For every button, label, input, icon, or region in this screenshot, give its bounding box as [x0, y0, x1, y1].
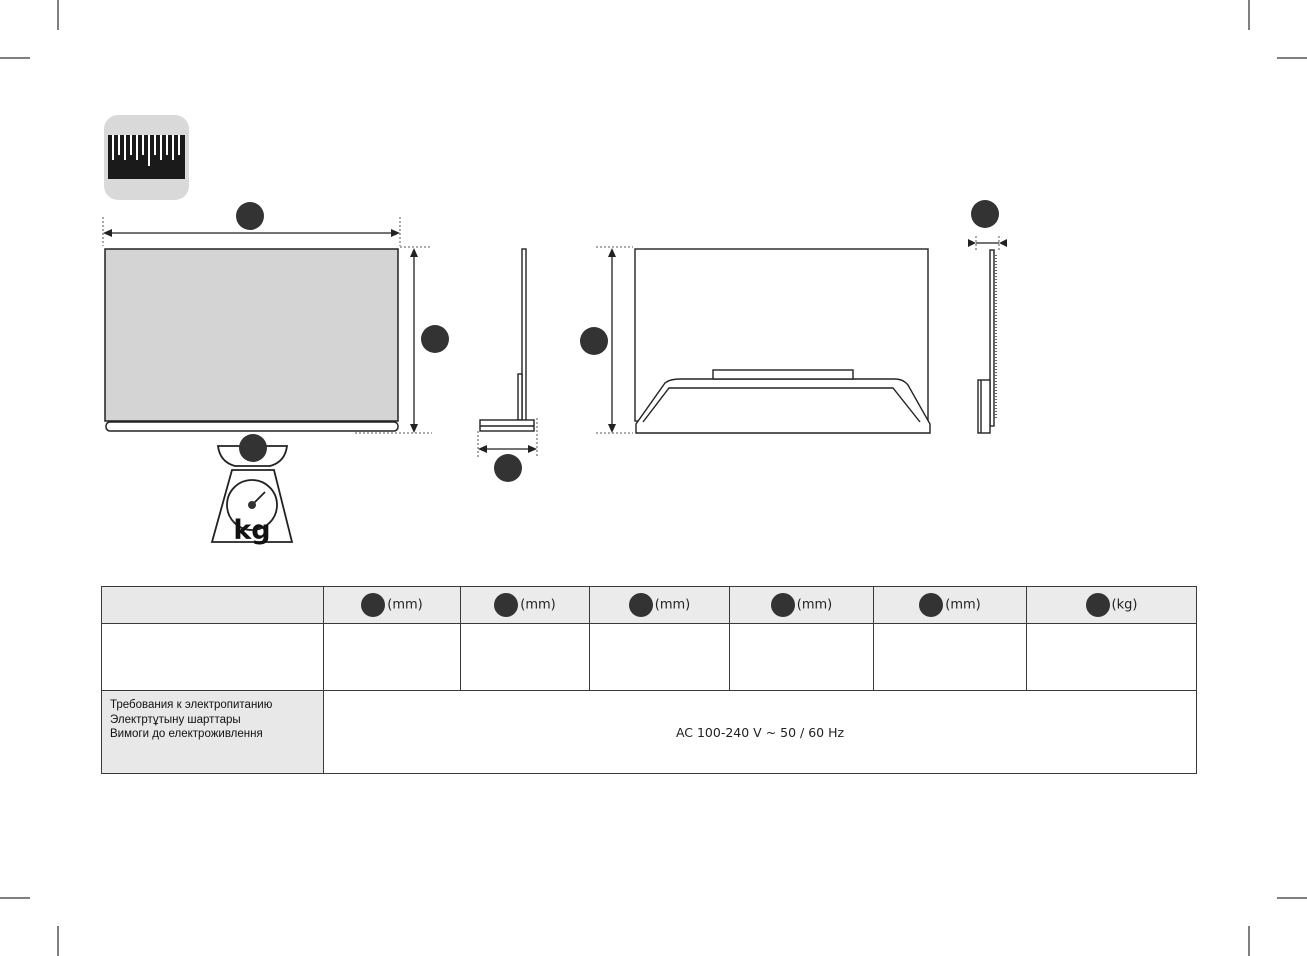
power-label-ru: Требования к электропитанию — [110, 699, 273, 711]
tv-side-view — [479, 248, 535, 432]
tv-back-view — [634, 248, 931, 434]
header-cell-depth: (mm) — [873, 586, 1027, 624]
spec-header-row: (mm) (mm) (mm) (mm) (mm) (kg) — [101, 586, 1197, 624]
tv-profile-view — [977, 249, 997, 434]
model-cell — [101, 623, 324, 691]
marker-dot — [919, 593, 944, 617]
value-cell — [1026, 623, 1197, 691]
marker-dot — [628, 593, 653, 617]
value-cell — [873, 623, 1027, 691]
header-model-cell — [101, 586, 324, 624]
value-cell — [589, 623, 730, 691]
marker-depth — [971, 200, 999, 228]
header-cell-stand-depth: (mm) — [729, 586, 874, 624]
ruler-icon — [104, 115, 189, 200]
marker-stand-depth — [494, 454, 522, 482]
scale-kg-text: kg — [233, 515, 270, 546]
header-cell-width: (mm) — [323, 586, 461, 624]
spec-table: (mm) (mm) (mm) (mm) (mm) (kg) Требования… — [101, 586, 1197, 774]
spec-value-row — [101, 623, 1197, 691]
marker-width — [236, 202, 264, 230]
marker-weight — [239, 434, 267, 462]
value-cell — [323, 623, 461, 691]
marker-dot — [1085, 593, 1110, 617]
power-label-cell: Требования к электропитанию Электртұтыну… — [101, 690, 324, 774]
marker-dot — [361, 593, 386, 617]
header-cell-weight: (kg) — [1026, 586, 1197, 624]
power-row: Требования к электропитанию Электртұтыну… — [101, 690, 1197, 774]
power-value-cell: AC 100-240 V ~ 50 / 60 Hz — [323, 690, 1197, 774]
marker-dot — [494, 593, 519, 617]
header-cell-height: (mm) — [460, 586, 590, 624]
power-label-uk: Вимоги до електроживлення — [110, 728, 263, 740]
tv-front-view — [102, 217, 432, 434]
value-cell — [460, 623, 590, 691]
value-cell — [729, 623, 874, 691]
marker-stand-height — [580, 327, 608, 355]
marker-height — [421, 325, 449, 353]
power-label-kk: Электртұтыну шарттары — [110, 713, 241, 726]
header-cell-stand-height: (mm) — [589, 586, 730, 624]
marker-dot — [770, 593, 795, 617]
